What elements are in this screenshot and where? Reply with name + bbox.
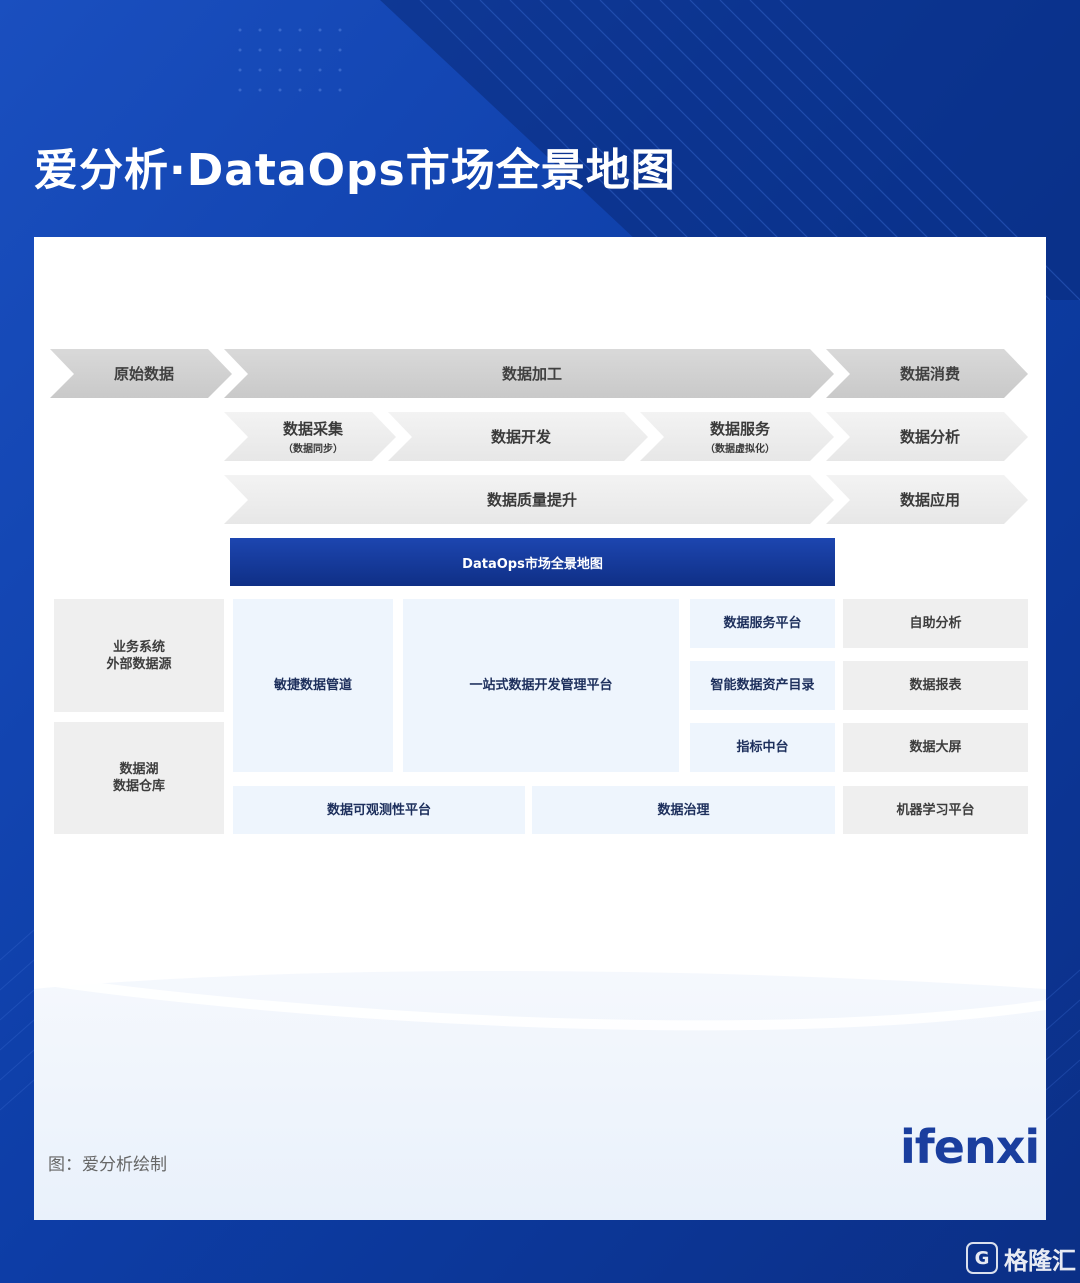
step-collect: 数据采集 （数据同步）: [248, 412, 378, 461]
chevron-quality: [224, 475, 834, 524]
stage-processing: 数据加工: [501, 365, 562, 383]
step-analysis: 数据分析: [899, 428, 960, 446]
step-quality: 数据质量提升: [486, 491, 577, 509]
source-business: 业务系统 外部数据源: [54, 599, 224, 712]
source-lake-line1: 数据湖: [119, 762, 159, 777]
watermark-icon: G: [966, 1242, 998, 1274]
watermark: G 格隆汇: [966, 1240, 1076, 1276]
chevron-service: [640, 412, 834, 461]
chevron-raw: [50, 349, 232, 398]
platform-observability: 数据可观测性平台: [233, 786, 525, 834]
stage-consumption: 数据消费: [899, 365, 960, 383]
chevron-application: [826, 475, 1028, 524]
source-lake: 数据湖 数据仓库: [54, 722, 224, 834]
watermark-text: 格隆汇: [1004, 1246, 1076, 1275]
platform-pipeline: 敏捷数据管道: [233, 599, 393, 772]
platform-governance: 数据治理: [532, 786, 835, 834]
platform-metrics: 指标中台: [690, 723, 835, 772]
source-business-line1: 业务系统: [112, 639, 165, 655]
chevron-collect: [224, 412, 396, 461]
step-collect-sub: （数据同步）: [283, 444, 343, 455]
consumer-ml: 机器学习平台: [843, 786, 1028, 834]
chevron-consumption: [826, 349, 1028, 398]
step-service: 数据服务 （数据虚拟化）: [664, 412, 816, 461]
consumer-self-service: 自助分析: [843, 599, 1028, 648]
platform-onestop: 一站式数据开发管理平台: [403, 599, 679, 772]
step-application: 数据应用: [899, 491, 960, 509]
consumer-dashboard: 数据大屏: [843, 723, 1028, 772]
map-banner: DataOps市场全景地图: [230, 538, 835, 586]
step-service-label: 数据服务: [709, 420, 770, 438]
page-title: 爱分析·DataOps市场全景地图: [34, 145, 676, 196]
chevron-develop: [388, 412, 648, 461]
ifenxi-logo: ifenxi: [900, 1120, 1040, 1174]
source-business-line2: 外部数据源: [106, 656, 172, 672]
step-collect-label: 数据采集: [282, 420, 343, 438]
chevron-analysis: [826, 412, 1028, 461]
step-service-sub: （数据虚拟化）: [705, 444, 775, 455]
platform-asset-catalog: 智能数据资产目录: [690, 661, 835, 710]
footer-note: 图：爱分析绘制: [48, 1155, 167, 1175]
chevron-processing: [224, 349, 834, 398]
stage-raw: 原始数据: [113, 365, 174, 383]
consumer-reports: 数据报表: [843, 661, 1028, 710]
diagram-shapes: [34, 349, 1046, 1220]
source-lake-line2: 数据仓库: [112, 779, 165, 794]
platform-service: 数据服务平台: [690, 599, 835, 648]
step-develop: 数据开发: [490, 428, 551, 446]
diagram-card: 原始数据 数据加工 数据消费 数据采集 （数据同步） 数据开发 数据服务 （数据…: [34, 237, 1046, 1220]
